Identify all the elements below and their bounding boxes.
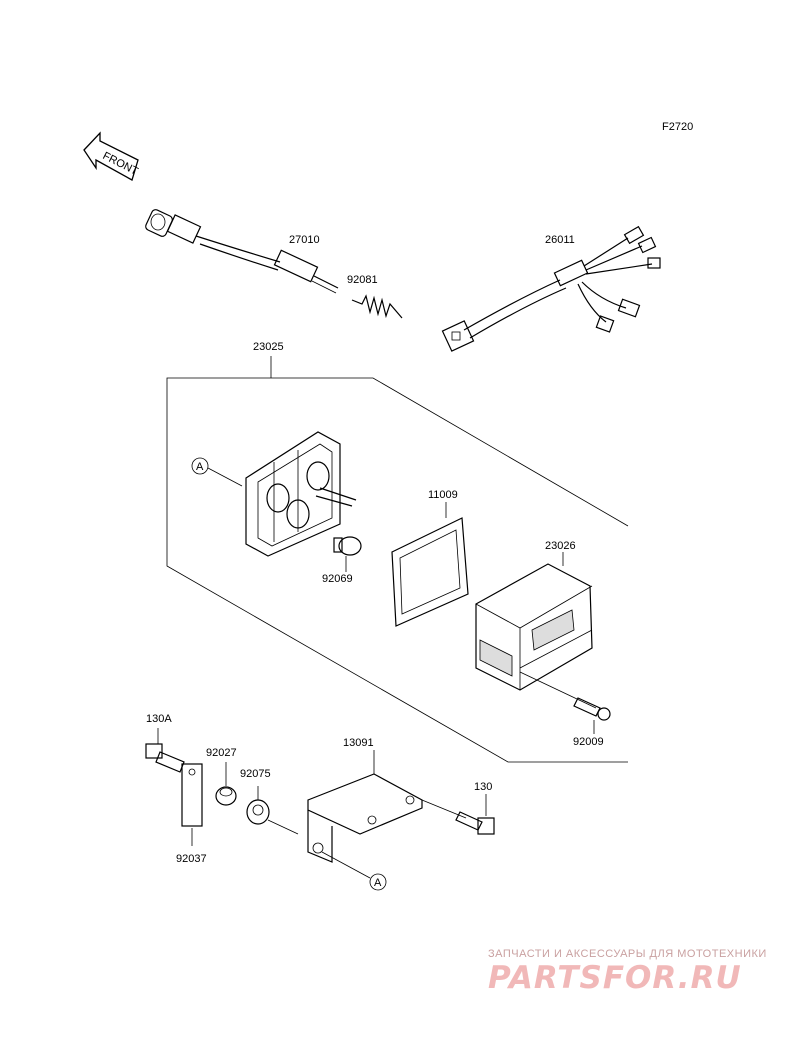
assembly-23025-boundary: [166, 377, 629, 763]
part-number-27010: 27010: [289, 234, 320, 246]
part-number-130a: 130A: [146, 713, 172, 725]
watermark-logo: PARTSFOR.RU: [488, 960, 742, 996]
part-number-23026: 23026: [545, 540, 576, 552]
ref-a-lower-label: A: [374, 877, 382, 889]
front-arrow-icon: FRONT: [83, 131, 140, 181]
bolt-130-drawing: [421, 799, 495, 835]
lamp-base-drawing: [245, 431, 357, 557]
bolt-130a-drawing: [145, 743, 185, 773]
part-number-26011: 26011: [545, 234, 575, 246]
part-number-130: 130: [474, 781, 492, 793]
part-number-92009: 92009: [573, 736, 604, 748]
watermark-caption: ЗАПЧАСТИ И АКСЕССУАРЫ ДЛЯ МОТОТЕХНИКИ: [488, 948, 767, 960]
collar-92027-drawing: [215, 786, 237, 806]
lens-23026-drawing: [475, 563, 593, 691]
part-number-92037: 92037: [176, 853, 207, 865]
bulb-92069-drawing: [333, 536, 362, 556]
grommet-92075-drawing: [246, 799, 299, 835]
bracket-13091-drawing: [307, 773, 423, 863]
ref-a-lower-circle: [369, 873, 387, 891]
part-number-13091: 13091: [343, 737, 374, 749]
screw-92009-drawing: [519, 671, 611, 721]
ref-a-circle: [191, 457, 209, 475]
diagram-code: F2720: [662, 121, 693, 133]
switch-27010-drawing: [145, 209, 339, 294]
part-number-92027: 92027: [206, 747, 237, 759]
ref-a-label: A: [196, 461, 204, 473]
part-number-11009: 11009: [428, 489, 458, 501]
part-number-92075: 92075: [240, 768, 271, 780]
part-number-92081: 92081: [347, 274, 378, 286]
gasket-11009-drawing: [391, 517, 469, 627]
harness-26011-drawing: [441, 225, 661, 352]
stay-92037-drawing: [181, 763, 203, 827]
part-number-23025: 23025: [253, 341, 284, 353]
part-number-92069: 92069: [322, 573, 353, 585]
spring-92081-drawing: [351, 294, 403, 319]
